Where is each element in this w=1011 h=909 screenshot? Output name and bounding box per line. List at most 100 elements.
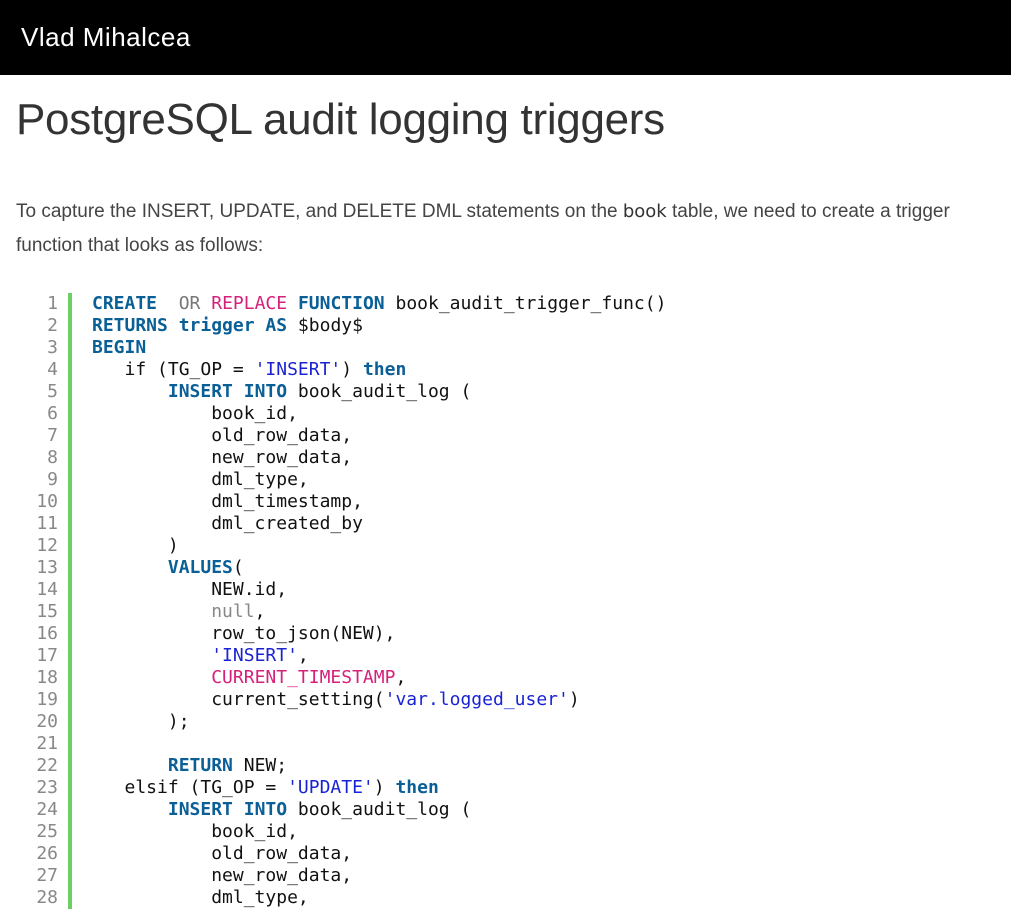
code-gutter-bar xyxy=(68,381,72,403)
code-token: elsif (TG_OP = xyxy=(92,777,288,798)
line-number: 21 xyxy=(36,733,58,754)
code-token: dml_timestamp, xyxy=(92,491,363,512)
line-number: 15 xyxy=(36,601,58,622)
line-number: 11 xyxy=(36,513,58,534)
code-line: 14 NEW.id, xyxy=(0,579,1011,601)
code-token: ) xyxy=(373,777,396,798)
code-token: ) xyxy=(568,689,580,710)
code-line: 20 ); xyxy=(0,711,1011,733)
code-token: then xyxy=(395,777,439,798)
code-line: 23 elsif (TG_OP = 'UPDATE') then xyxy=(0,777,1011,799)
code-token xyxy=(92,667,211,688)
code-line-text: current_setting('var.logged_user') xyxy=(92,689,580,711)
code-line: 9 dml_type, xyxy=(0,469,1011,491)
code-line: 25 book_id, xyxy=(0,821,1011,843)
code-line-text: book_id, xyxy=(92,403,298,425)
code-gutter-bar xyxy=(68,359,72,381)
code-gutter-bar xyxy=(68,601,72,623)
code-line-text: BEGIN xyxy=(92,337,146,359)
code-token: row_to_json(NEW), xyxy=(92,623,396,644)
code-token: old_row_data, xyxy=(92,843,353,864)
code-line-text: ) xyxy=(92,535,179,557)
line-number: 2 xyxy=(47,315,58,336)
code-token: book_id, xyxy=(92,821,298,842)
line-number: 18 xyxy=(36,667,58,688)
code-token: dml_type, xyxy=(92,469,309,490)
line-number: 1 xyxy=(47,293,58,314)
code-line-text: CURRENT_TIMESTAMP, xyxy=(92,667,406,689)
code-token: VALUES xyxy=(167,557,233,578)
code-line: 3 BEGIN xyxy=(0,337,1011,359)
code-token: 'INSERT' xyxy=(254,359,342,380)
line-number: 25 xyxy=(36,821,58,842)
code-line: 5 INSERT INTO book_audit_log ( xyxy=(0,381,1011,403)
code-line-text: NEW.id, xyxy=(92,579,287,601)
site-header: Vlad Mihalcea xyxy=(0,0,1011,75)
code-line: 17 'INSERT', xyxy=(0,645,1011,667)
code-token: AS xyxy=(265,315,288,336)
code-token xyxy=(168,315,179,336)
code-token xyxy=(255,315,266,336)
code-line: 28 dml_type, xyxy=(0,887,1011,909)
code-token: new_row_data, xyxy=(92,865,353,886)
line-number: 12 xyxy=(36,535,58,556)
code-line-text: VALUES( xyxy=(92,557,244,579)
code-line-text: dml_type, xyxy=(92,469,309,491)
line-number: 9 xyxy=(47,469,58,490)
code-gutter-bar xyxy=(68,579,72,601)
code-line: 10 dml_timestamp, xyxy=(0,491,1011,513)
code-line: 6 book_id, xyxy=(0,403,1011,425)
code-gutter-bar xyxy=(68,689,72,711)
code-line: 16 row_to_json(NEW), xyxy=(0,623,1011,645)
line-number: 24 xyxy=(36,799,58,820)
code-token: book_audit_log ( xyxy=(287,381,472,402)
code-gutter-bar xyxy=(68,447,72,469)
code-line: 22 RETURN NEW; xyxy=(0,755,1011,777)
code-token: FUNCTION xyxy=(287,293,385,314)
code-line-text: INSERT INTO book_audit_log ( xyxy=(92,799,471,821)
code-token: book_audit_log ( xyxy=(287,799,472,820)
code-token: then xyxy=(362,359,407,380)
code-line: 19 current_setting('var.logged_user') xyxy=(0,689,1011,711)
code-token: OR xyxy=(178,293,201,314)
code-token xyxy=(92,755,168,776)
code-gutter-bar xyxy=(68,425,72,447)
code-line-text: null, xyxy=(92,601,265,623)
code-line: 13 VALUES( xyxy=(0,557,1011,579)
code-token: new_row_data, xyxy=(92,447,353,468)
code-gutter-bar xyxy=(68,887,72,909)
site-brand-link[interactable]: Vlad Mihalcea xyxy=(21,22,191,52)
line-number: 3 xyxy=(47,337,58,358)
code-token xyxy=(92,799,168,820)
code-gutter-bar xyxy=(68,623,72,645)
code-token: book_id, xyxy=(92,403,298,424)
code-token: ); xyxy=(92,711,190,732)
code-token: INSERT xyxy=(167,381,233,402)
line-number: 19 xyxy=(36,689,58,710)
code-line: 24 INSERT INTO book_audit_log ( xyxy=(0,799,1011,821)
code-gutter-bar xyxy=(68,491,72,513)
code-line: 8 new_row_data, xyxy=(0,447,1011,469)
code-gutter-bar xyxy=(68,755,72,777)
code-token: 'var.logged_user' xyxy=(384,689,569,710)
code-token: ) xyxy=(341,359,363,380)
code-token: INTO xyxy=(243,799,288,820)
code-token xyxy=(92,557,168,578)
code-gutter-bar xyxy=(68,315,72,337)
line-number: 23 xyxy=(36,777,58,798)
code-line-text: new_row_data, xyxy=(92,865,352,887)
code-token: RETURN xyxy=(167,755,233,776)
code-gutter-bar xyxy=(68,337,72,359)
code-line-text: if (TG_OP = 'INSERT') then xyxy=(92,359,407,381)
line-number: 6 xyxy=(47,403,58,424)
code-gutter-bar xyxy=(68,777,72,799)
code-line: 11 dml_created_by xyxy=(0,513,1011,535)
line-number: 22 xyxy=(36,755,58,776)
code-token: CURRENT_TIMESTAMP xyxy=(211,667,396,688)
code-line-text: dml_type, xyxy=(92,887,309,909)
code-line-text: INSERT INTO book_audit_log ( xyxy=(92,381,471,403)
code-token: current_setting( xyxy=(92,689,385,710)
line-number: 13 xyxy=(36,557,58,578)
code-gutter-bar xyxy=(68,403,72,425)
